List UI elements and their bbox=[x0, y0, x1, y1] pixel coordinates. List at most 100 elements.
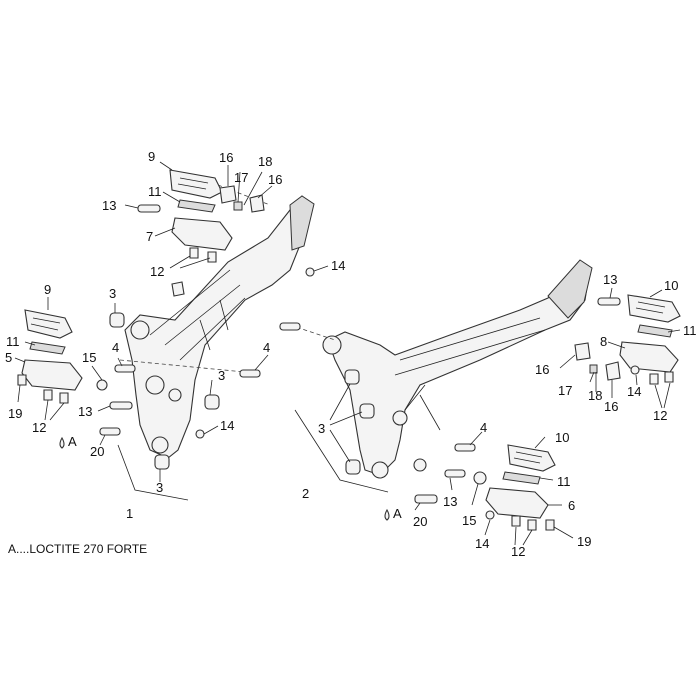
callout-14: 14 bbox=[475, 536, 489, 551]
pivot-pin bbox=[597, 297, 621, 306]
callout-6: 6 bbox=[568, 498, 575, 513]
screw bbox=[59, 392, 69, 404]
pin bbox=[454, 443, 476, 452]
footpeg-body bbox=[21, 359, 83, 391]
callout-15: 15 bbox=[82, 350, 96, 365]
left-footrest-bracket bbox=[124, 195, 315, 459]
callout-18: 18 bbox=[258, 154, 272, 169]
callout-16: 16 bbox=[604, 399, 618, 414]
screw bbox=[17, 374, 27, 386]
callout-12: 12 bbox=[653, 408, 667, 423]
bushing bbox=[359, 403, 375, 419]
callout-14: 14 bbox=[220, 418, 234, 433]
alignment-line bbox=[119, 359, 256, 374]
callout-11: 11 bbox=[557, 474, 571, 489]
callout-11: 11 bbox=[148, 184, 162, 199]
callout-10: 10 bbox=[664, 278, 678, 293]
bushing bbox=[204, 394, 220, 410]
callout-9: 9 bbox=[148, 149, 155, 164]
callout-labels: 1 2 3 3 3 3 4 4 4 5 6 7 8 9 9 10 10 11 1… bbox=[5, 149, 697, 559]
footpeg-spring bbox=[29, 341, 66, 355]
screw bbox=[527, 519, 537, 531]
callout-13: 13 bbox=[78, 404, 92, 419]
callout-12: 12 bbox=[150, 264, 164, 279]
callout-20: 20 bbox=[413, 514, 427, 529]
washer bbox=[305, 267, 315, 277]
pin bbox=[444, 469, 466, 478]
callout-9: 9 bbox=[44, 282, 51, 297]
leader-lines bbox=[14, 161, 681, 546]
screw bbox=[511, 515, 521, 527]
callout-1: 1 bbox=[126, 506, 133, 521]
callout-4: 4 bbox=[480, 420, 487, 435]
pin bbox=[109, 401, 133, 410]
screw bbox=[545, 519, 555, 531]
footpeg-body bbox=[619, 341, 679, 373]
callout-3: 3 bbox=[218, 368, 225, 383]
callout-4: 4 bbox=[263, 340, 270, 355]
washer bbox=[485, 510, 495, 520]
footpeg-rubber bbox=[169, 169, 223, 199]
screw bbox=[43, 389, 53, 401]
callout-4: 4 bbox=[112, 340, 119, 355]
pin bbox=[114, 364, 136, 373]
footpeg-rubber bbox=[507, 444, 556, 472]
callout-13: 13 bbox=[102, 198, 116, 213]
callout-19: 19 bbox=[577, 534, 591, 549]
washer bbox=[473, 471, 487, 485]
callout-17: 17 bbox=[558, 383, 572, 398]
callout-12: 12 bbox=[511, 544, 525, 559]
footpeg-body bbox=[171, 217, 233, 251]
footpeg-clip bbox=[605, 361, 621, 381]
droplet-icon bbox=[59, 436, 65, 449]
screw bbox=[649, 373, 659, 385]
callout-3: 3 bbox=[156, 480, 163, 495]
right-footrest-bracket bbox=[322, 259, 593, 479]
pivot-pin bbox=[137, 204, 161, 213]
spring bbox=[233, 201, 243, 211]
callout-16: 16 bbox=[219, 150, 233, 165]
callout-7: 7 bbox=[146, 229, 153, 244]
callout-19: 19 bbox=[8, 406, 22, 421]
callout-13: 13 bbox=[603, 272, 617, 287]
screw bbox=[171, 281, 185, 297]
bushing bbox=[345, 459, 361, 475]
callout-12: 12 bbox=[32, 420, 46, 435]
droplet-icon bbox=[384, 508, 390, 521]
footpeg-clip bbox=[249, 194, 265, 213]
pin bbox=[239, 369, 261, 378]
callout-15: 15 bbox=[462, 513, 476, 528]
callout-13: 13 bbox=[443, 494, 457, 509]
callout-A: A bbox=[68, 434, 77, 449]
footpeg-clip bbox=[574, 342, 591, 361]
pin bbox=[414, 494, 438, 504]
screw bbox=[207, 251, 217, 263]
callout-8: 8 bbox=[600, 334, 607, 349]
screw bbox=[664, 371, 674, 383]
callout-18: 18 bbox=[588, 388, 602, 403]
callout-14: 14 bbox=[331, 258, 345, 273]
callout-16: 16 bbox=[268, 172, 282, 187]
callout-3: 3 bbox=[318, 421, 325, 436]
callout-5: 5 bbox=[5, 350, 12, 365]
washer bbox=[195, 429, 205, 439]
screw bbox=[189, 247, 199, 259]
pin bbox=[279, 322, 301, 331]
footpeg-spring bbox=[177, 199, 216, 213]
bushing bbox=[154, 454, 170, 470]
callout-14: 14 bbox=[627, 384, 641, 399]
footpeg-rubber bbox=[627, 294, 681, 323]
footpeg-rubber bbox=[24, 309, 73, 339]
pin bbox=[99, 427, 121, 436]
callout-A: A bbox=[393, 506, 402, 521]
bushing bbox=[344, 369, 360, 385]
callout-17: 17 bbox=[234, 170, 248, 185]
callout-16: 16 bbox=[535, 362, 549, 377]
callout-2: 2 bbox=[302, 486, 309, 501]
callout-20: 20 bbox=[90, 444, 104, 459]
spring bbox=[589, 364, 598, 374]
footpeg-body bbox=[485, 487, 549, 519]
washer bbox=[630, 365, 640, 375]
washer bbox=[96, 379, 108, 391]
